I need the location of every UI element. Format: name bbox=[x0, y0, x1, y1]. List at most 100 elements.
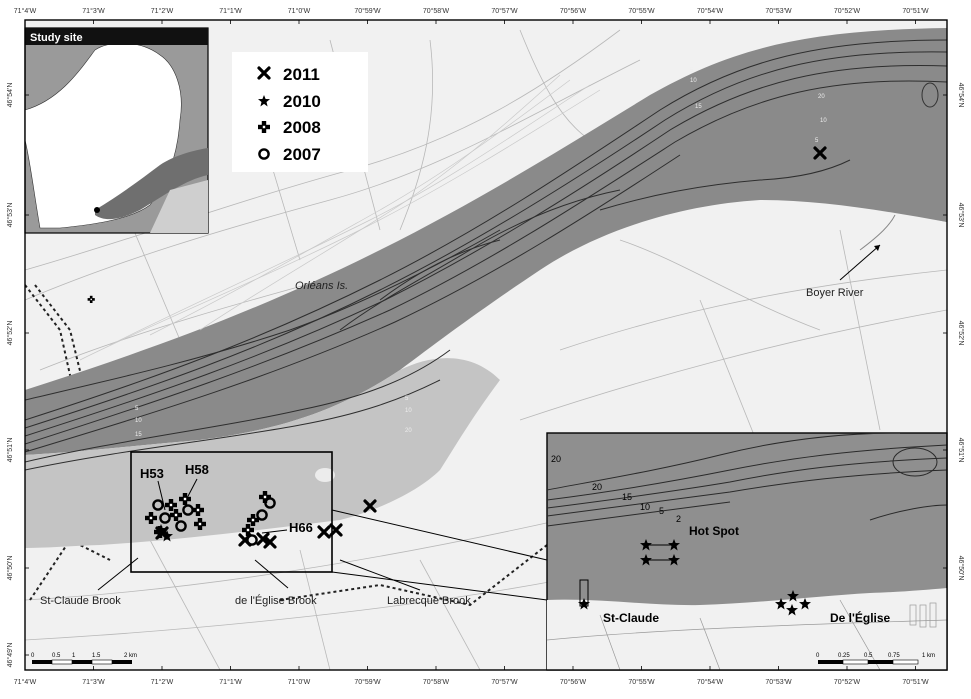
h58-label: H58 bbox=[185, 462, 209, 477]
legend-item-2010: 2010 bbox=[258, 92, 321, 111]
main-scale-bar: 0 0.5 1 1.5 2 km bbox=[31, 653, 137, 665]
lat-label-right: 46°50'N bbox=[957, 556, 965, 581]
legend-item-2011: 2011 bbox=[257, 65, 320, 84]
inset-shore bbox=[547, 588, 947, 670]
svg-text:10: 10 bbox=[640, 502, 650, 512]
lon-label-top: 70°55'W bbox=[628, 7, 655, 15]
lon-label-top: 71°4'W bbox=[14, 7, 37, 15]
elevation-contours bbox=[79, 74, 601, 361]
lon-label-top: 70°53'W bbox=[765, 7, 792, 15]
lon-label-top: 71°3'W bbox=[82, 7, 105, 15]
svg-text:10: 10 bbox=[405, 408, 412, 414]
islet-contour bbox=[921, 82, 939, 108]
lat-label-left: 46°53'N bbox=[6, 203, 14, 228]
lon-label-top: 70°56'W bbox=[560, 7, 587, 15]
svg-text:0: 0 bbox=[31, 653, 35, 659]
lon-label-bottom: 70°55'W bbox=[628, 678, 655, 686]
h53-label: H53 bbox=[140, 466, 164, 481]
inset-roads bbox=[547, 599, 947, 670]
hot-spot-grid bbox=[640, 539, 680, 566]
brook-labels: St-Claude Brook de l'Église Brook Labrec… bbox=[40, 594, 471, 607]
lon-label-bottom: 70°57'W bbox=[491, 678, 518, 686]
lon-label-bottom: 70°59'W bbox=[354, 678, 381, 686]
svg-text:5: 5 bbox=[690, 68, 694, 74]
svg-text:0.75: 0.75 bbox=[888, 653, 900, 659]
svg-text:2008: 2008 bbox=[283, 118, 321, 137]
labrecque-brook-label: Labrecque Brook bbox=[387, 595, 471, 607]
lat-label-left: 46°50'N bbox=[6, 556, 14, 581]
detail-inset: 20 20 15 10 5 2 Hot Spot St-Claude bbox=[546, 432, 948, 671]
lat-label-right: 46°54'N bbox=[957, 83, 965, 108]
eglise-brook-label: de l'Église Brook bbox=[235, 594, 317, 607]
depth-contours bbox=[25, 39, 947, 471]
legend-box bbox=[232, 52, 368, 172]
svg-text:2: 2 bbox=[676, 514, 681, 524]
hot-spot-label: Hot Spot bbox=[689, 524, 739, 538]
lon-label-top: 70°54'W bbox=[697, 7, 724, 15]
lon-label-bottom: 71°0'W bbox=[288, 678, 311, 686]
boyer-arrow-shaft bbox=[839, 244, 881, 281]
de-leglise-label: De l'Église bbox=[830, 610, 891, 625]
svg-text:20: 20 bbox=[592, 482, 602, 492]
inset-scale-bar: 0 0.25 0.5 0.75 1 km bbox=[816, 653, 935, 665]
lat-label-right: 46°53'N bbox=[957, 203, 965, 228]
inset-depth-labels: 20 20 15 10 5 2 bbox=[551, 454, 681, 524]
lon-label-bottom: 71°1'W bbox=[219, 678, 242, 686]
lon-label-bottom: 70°58'W bbox=[423, 678, 450, 686]
lon-label-top: 71°2'W bbox=[151, 7, 174, 15]
study-location-dot bbox=[94, 207, 100, 213]
lon-label-top: 70°52'W bbox=[834, 7, 861, 15]
st-claude-brook-label: St-Claude Brook bbox=[40, 595, 121, 607]
lon-label-top: 70°59'W bbox=[354, 7, 381, 15]
svg-text:5: 5 bbox=[659, 506, 664, 516]
lon-label-bottom: 70°51'W bbox=[902, 678, 929, 686]
station-labels: H53 H58 H66 bbox=[140, 462, 313, 535]
lon-label-bottom: 71°4'W bbox=[14, 678, 37, 686]
maritimes bbox=[150, 180, 208, 233]
svg-text:0.25: 0.25 bbox=[838, 653, 850, 659]
lon-label-bottom: 71°2'W bbox=[151, 678, 174, 686]
legend-item-2007: 2007 bbox=[258, 145, 321, 164]
svg-text:15: 15 bbox=[622, 492, 632, 502]
svg-text:10: 10 bbox=[690, 78, 697, 84]
boyer-arrow-head bbox=[874, 245, 880, 251]
lat-label-left: 46°49'N bbox=[6, 643, 14, 668]
study-area-box bbox=[130, 451, 333, 573]
legend: 2011 2010 2008 2007 bbox=[232, 52, 368, 172]
svg-text:10: 10 bbox=[820, 118, 827, 124]
lon-label-top: 70°57'W bbox=[491, 7, 518, 15]
map-frame bbox=[24, 19, 948, 671]
orleans-label: Orléans Is. bbox=[295, 280, 348, 292]
svg-text:2007: 2007 bbox=[283, 145, 321, 164]
h66-label: H66 bbox=[289, 520, 313, 535]
station-leaders bbox=[157, 478, 288, 534]
brook-pointers bbox=[97, 509, 548, 601]
svg-text:0.5: 0.5 bbox=[864, 653, 873, 659]
lat-label-left: 46°52'N bbox=[6, 321, 14, 346]
lat-label-right: 46°52'N bbox=[957, 321, 965, 346]
svg-text:2 km: 2 km bbox=[124, 653, 137, 659]
svg-text:5: 5 bbox=[135, 406, 139, 412]
svg-text:15: 15 bbox=[135, 432, 142, 438]
svg-text:2010: 2010 bbox=[283, 92, 321, 111]
svg-text:0.5: 0.5 bbox=[52, 653, 61, 659]
lon-label-bottom: 70°56'W bbox=[560, 678, 587, 686]
svg-text:10: 10 bbox=[135, 418, 142, 424]
study-site-title: Study site bbox=[30, 32, 83, 44]
boyer-river bbox=[859, 214, 896, 251]
islet bbox=[315, 468, 335, 482]
lon-label-bottom: 70°53'W bbox=[765, 678, 792, 686]
lon-label-top: 70°58'W bbox=[423, 7, 450, 15]
svg-text:20: 20 bbox=[405, 428, 412, 434]
lon-label-top: 71°1'W bbox=[219, 7, 242, 15]
lat-label-left: 46°54'N bbox=[6, 83, 14, 108]
lat-label-left: 46°51'N bbox=[6, 438, 14, 463]
svg-text:15: 15 bbox=[695, 104, 702, 110]
svg-text:20: 20 bbox=[818, 94, 825, 100]
lon-label-bottom: 71°3'W bbox=[82, 678, 105, 686]
svg-text:1 km: 1 km bbox=[922, 653, 935, 659]
svg-text:0: 0 bbox=[816, 653, 820, 659]
